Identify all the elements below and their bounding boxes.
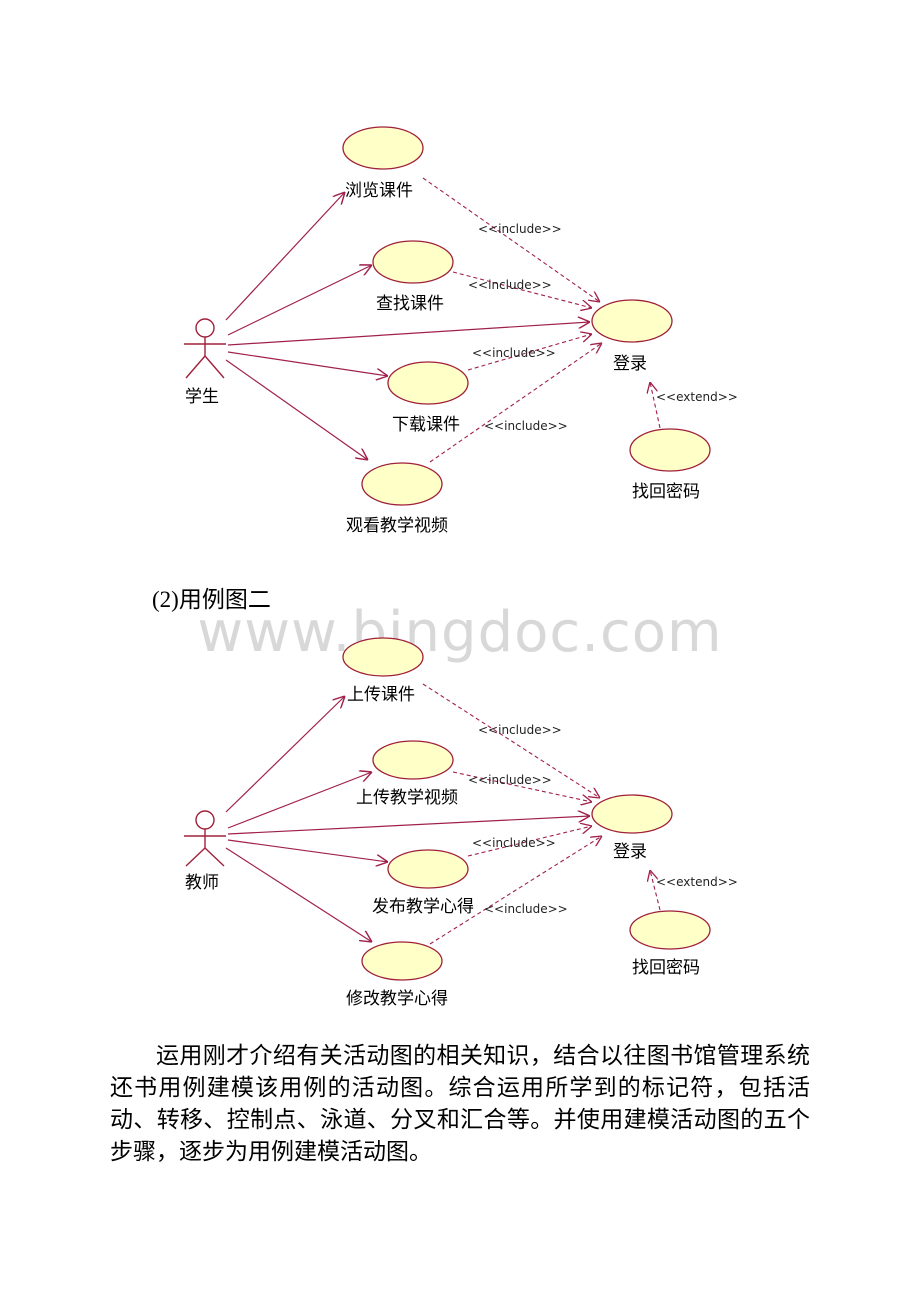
association-line <box>225 696 345 813</box>
use-case-label: 观看教学视频 <box>346 516 448 536</box>
use-case[interactable] <box>361 462 443 506</box>
use-case[interactable] <box>361 941 443 981</box>
include-label: <<include>> <box>484 902 568 916</box>
association-line <box>227 265 372 336</box>
use-case-label: 修改教学心得 <box>346 989 448 1009</box>
use-case-extension[interactable] <box>629 910 711 950</box>
include-label: <<include>> <box>472 346 556 360</box>
include-dependency <box>422 177 600 302</box>
include-dependency <box>452 271 592 308</box>
association-line <box>225 192 345 321</box>
use-case[interactable] <box>342 637 424 677</box>
use-case-label: 查找课件 <box>376 294 444 314</box>
actor-label: 教师 <box>185 873 219 893</box>
use-case-label: 登录 <box>613 354 647 374</box>
extend-label: <<extend>> <box>656 390 738 404</box>
use-case[interactable] <box>372 740 454 780</box>
use-case-diagram-teacher: 教师 <<include>> <<include>> <<include>> <… <box>0 620 920 1030</box>
extend-dependency <box>650 382 661 429</box>
actor-label: 学生 <box>185 387 219 407</box>
association-line <box>227 839 388 862</box>
use-case-label: 浏览课件 <box>345 181 413 201</box>
association-line <box>225 847 372 942</box>
use-case[interactable] <box>372 240 454 284</box>
use-case-login[interactable] <box>591 794 673 834</box>
include-dependency <box>452 771 592 802</box>
association-line <box>225 359 368 460</box>
diagram1-canvas: 学生 <<include>> <<include>> <<include>> <… <box>184 126 738 536</box>
include-dependency <box>429 343 602 463</box>
include-label: <<include>> <box>472 836 556 850</box>
use-case-label: 找回密码 <box>632 958 700 978</box>
include-dependency <box>467 334 592 371</box>
caption: (2)用例图二 <box>152 587 271 612</box>
use-case[interactable] <box>387 361 469 405</box>
include-dependency <box>429 836 602 945</box>
association-line <box>227 322 590 346</box>
extend-label: <<extend>> <box>656 875 738 889</box>
association-line <box>227 351 388 376</box>
include-dependency <box>422 683 600 798</box>
include-label: <<include>> <box>478 723 562 737</box>
diagram2-canvas: 教师 <<include>> <<include>> <<include>> <… <box>184 637 738 1009</box>
include-label: <<include>> <box>468 278 552 292</box>
use-case-diagram-student: 学生 <<include>> <<include>> <<include>> <… <box>0 0 920 560</box>
use-case-label: 发布教学心得 <box>372 897 474 917</box>
actor-teacher[interactable] <box>184 810 226 867</box>
use-case-label: 上传教学视频 <box>356 788 458 808</box>
association-line <box>227 816 590 835</box>
include-label: <<include>> <box>468 773 552 787</box>
association-line <box>227 772 372 829</box>
use-case-login[interactable] <box>591 299 673 343</box>
use-case[interactable] <box>387 849 469 889</box>
use-case-label: 登录 <box>613 842 647 862</box>
use-case-label: 上传课件 <box>347 685 415 705</box>
include-dependency <box>467 826 592 857</box>
include-label: <<include>> <box>478 222 562 236</box>
use-case-extension[interactable] <box>629 428 711 472</box>
use-case-label: 找回密码 <box>632 482 700 502</box>
body-paragraph: 运用刚才介绍有关活动图的相关知识，结合以往图书馆管理系统还书用例建模该用例的活动… <box>110 1043 810 1164</box>
include-label: <<include>> <box>484 419 568 433</box>
use-case[interactable] <box>342 126 424 170</box>
actor-student[interactable] <box>184 318 226 379</box>
use-case-label: 下载课件 <box>392 415 460 435</box>
